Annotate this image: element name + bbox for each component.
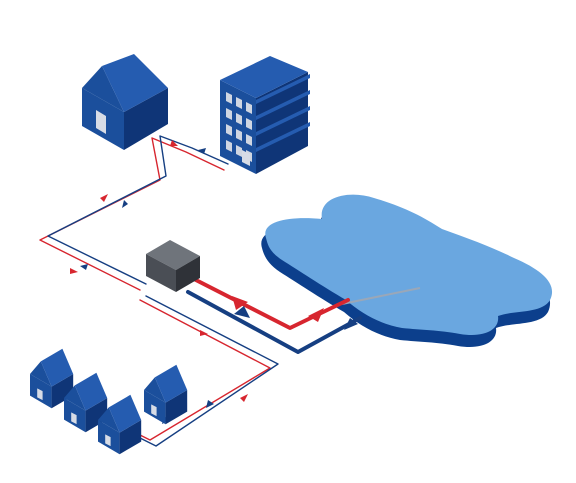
house-gable [82, 66, 124, 112]
houses-cluster [30, 348, 188, 455]
lake-icon [261, 194, 553, 348]
supply-pipe-office [39, 137, 225, 291]
pump-left-face [146, 254, 176, 292]
flow-arrow-icon [70, 268, 78, 274]
flow-arrow-icon [234, 306, 250, 318]
office-floor-band [256, 74, 310, 104]
house-gable [98, 407, 120, 433]
house-gable [30, 361, 52, 387]
house-roof [108, 394, 142, 433]
house-roof [74, 372, 108, 411]
house-gable [144, 377, 166, 403]
lake-surface [265, 194, 553, 336]
house-roof [40, 348, 74, 387]
return-main-lake [186, 290, 362, 354]
office-window [246, 118, 252, 130]
flow-arrow-icon [206, 400, 214, 408]
big-house-body [82, 54, 168, 150]
pump-right-face [176, 256, 200, 292]
supply-pipe-houses [129, 299, 271, 441]
pump-station-icon [146, 240, 200, 292]
house-wall-right [119, 420, 142, 455]
office-window [236, 145, 242, 157]
house-icon [30, 348, 74, 409]
office-window [226, 140, 232, 152]
office-roof [220, 56, 308, 98]
office-window [226, 124, 232, 136]
office-window [236, 97, 242, 109]
water-intake-line [341, 287, 421, 305]
flow-arrow-icon [240, 394, 248, 402]
office-window [226, 108, 232, 120]
office-floor-band [256, 90, 310, 120]
office-window [236, 113, 242, 125]
house-icon [98, 394, 142, 455]
house-wall-right [124, 88, 168, 150]
supply-main-lake [190, 276, 350, 330]
pump-top-face [146, 240, 200, 270]
flow-arrow-icon [100, 194, 108, 202]
house-gable [64, 385, 86, 411]
office-floor-band [256, 106, 310, 136]
house-door [37, 388, 43, 401]
flow-arrow-icon [122, 200, 128, 208]
return-pipe-houses [135, 295, 279, 447]
office-body [220, 56, 310, 174]
office-window [226, 92, 232, 104]
house-wall-right [51, 374, 74, 409]
house-door [71, 412, 77, 425]
flow-arrow-icon [198, 148, 206, 154]
house-door [96, 110, 106, 134]
office-window [236, 129, 242, 141]
flow-arrow-icon [80, 264, 88, 270]
return-pipe-office [47, 135, 229, 285]
house-icon [82, 54, 168, 150]
flow-arrow-icon [344, 318, 358, 330]
flow-arrow-icon [232, 296, 248, 310]
house-roof [102, 54, 168, 112]
house-door [105, 434, 111, 447]
house-roof [154, 364, 188, 403]
office-floor-band [256, 122, 310, 152]
house-door [151, 404, 157, 417]
flow-arrow-icon [308, 308, 324, 322]
office-building-icon [220, 56, 310, 174]
house-wall-right [85, 398, 108, 433]
house-icon [144, 364, 188, 425]
office-door [242, 150, 250, 166]
flow-arrow-icon [200, 330, 208, 336]
flow-arrow-icon [170, 140, 178, 146]
office-window [246, 102, 252, 114]
office-window [246, 134, 252, 146]
flow-arrows [70, 140, 358, 424]
house-wall-right [165, 390, 188, 425]
house-icon [64, 372, 108, 433]
